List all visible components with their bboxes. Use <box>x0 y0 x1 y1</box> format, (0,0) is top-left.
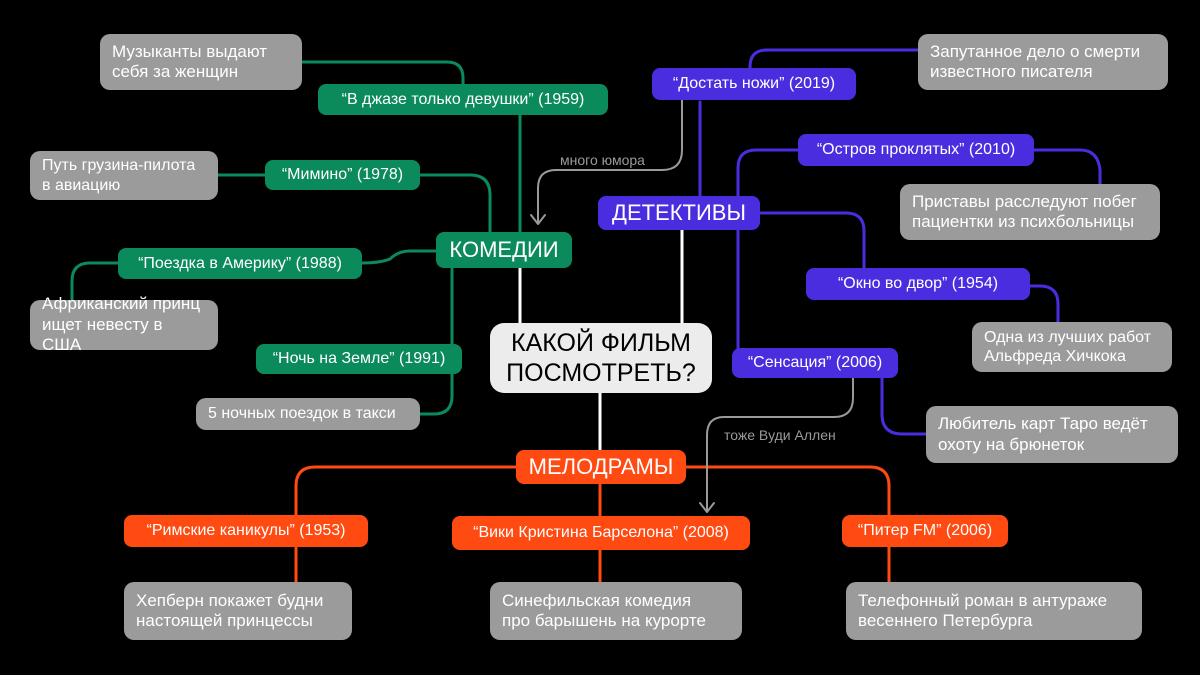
movie-jazz[interactable]: “В джазе только девушки” (1959) <box>318 84 608 115</box>
link-detectives-island <box>736 148 800 198</box>
desc-vicky: Синефильская комедия про барышень на кур… <box>490 582 742 640</box>
desc-america: Африканский принц ищет невесту в США <box>30 294 218 354</box>
link-comedies-mimino <box>418 173 492 234</box>
note-arrow-humor <box>537 99 683 224</box>
link-window-desc <box>1028 284 1060 324</box>
movie-mimino[interactable]: “Мимино” (1978) <box>265 160 420 190</box>
movie-island[interactable]: “Остров проклятых” (2010) <box>798 134 1034 166</box>
note-allen: тоже Вуди Аллен <box>724 427 836 443</box>
category-melodramas[interactable]: МЕЛОДРАМЫ <box>516 450 686 484</box>
note-arrow-humor-head <box>530 214 546 225</box>
movie-sensation[interactable]: “Сенсация” (2006) <box>732 348 898 378</box>
desc-jazz: Музыканты выдают себя за женщин <box>100 34 302 90</box>
movie-window[interactable]: “Окно во двор” (1954) <box>806 268 1030 300</box>
desc-night: 5 ночных поездок в такси <box>196 398 420 430</box>
note-arrow-allen <box>706 377 854 512</box>
link-melodramas-piter <box>684 465 891 517</box>
link-knives-desc <box>748 48 920 70</box>
link-jazz-desc <box>300 60 465 86</box>
desc-knives: Запутанное дело о смерти известного писа… <box>918 34 1168 90</box>
link-island-desc <box>1032 148 1102 186</box>
movie-roman[interactable]: “Римские каникулы” (1953) <box>124 515 368 547</box>
note-humor: много юмора <box>560 152 645 168</box>
desc-island: Приставы расследуют побег пациентки из п… <box>900 184 1160 240</box>
desc-window: Одна из лучших работ Альфреда Хичкока <box>972 322 1172 372</box>
movie-night[interactable]: “Ночь на Земле” (1991) <box>256 344 462 374</box>
link-melodramas-roman <box>294 465 518 517</box>
category-comedies[interactable]: КОМЕДИИ <box>436 232 572 268</box>
link-sensation-desc <box>880 376 928 436</box>
movie-vicky[interactable]: “Вики Кристина Барселона” (2008) <box>452 516 750 550</box>
link-america-desc <box>70 261 120 302</box>
link-detectives-window <box>758 211 866 270</box>
category-detectives[interactable]: ДЕТЕКТИВЫ <box>598 196 760 230</box>
desc-roman: Хепберн покажет будни настоящей принцесс… <box>124 582 352 640</box>
link-comedies-america <box>360 249 438 265</box>
movie-america[interactable]: “Поездка в Америку” (1988) <box>118 248 362 279</box>
link-night-desc <box>418 372 454 416</box>
note-arrow-allen-head <box>699 502 715 513</box>
movie-knives[interactable]: “Достать ножи” (2019) <box>652 68 856 100</box>
desc-mimino: Путь грузина-пилота в авиацию <box>30 151 218 200</box>
desc-sensation: Любитель карт Таро ведёт охоту на брюнет… <box>926 406 1178 463</box>
movie-piter[interactable]: “Питер FM” (2006) <box>842 515 1008 547</box>
central-question: КАКОЙ ФИЛЬМ ПОСМОТРЕТЬ? <box>490 323 712 393</box>
desc-piter: Телефонный роман в антураже весеннего Пе… <box>846 582 1142 640</box>
